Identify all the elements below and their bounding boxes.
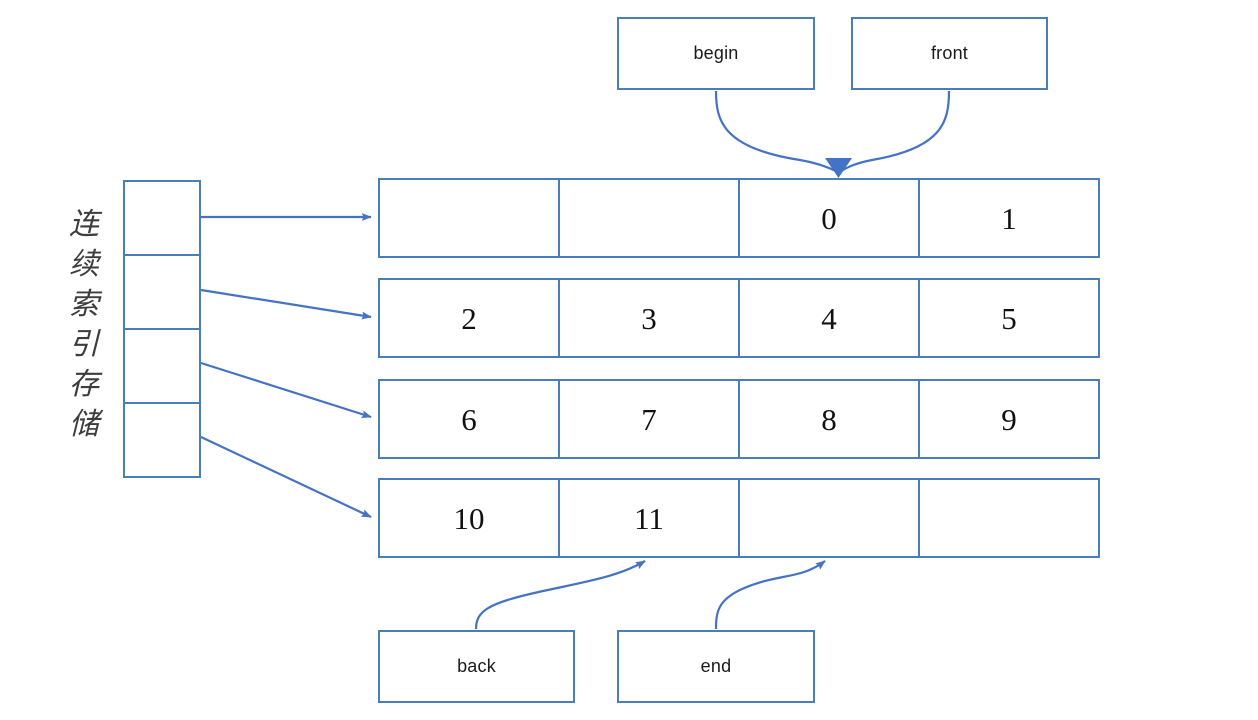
storage-cell-r3c1[interactable]: 6: [380, 381, 560, 457]
caption-char-6: 储: [69, 408, 99, 441]
storage-cell-r2c4[interactable]: 5: [1001, 300, 1017, 336]
pointer-box-begin[interactable]: begin: [617, 17, 815, 90]
storage-row-2: 2 3 4 5: [378, 278, 1100, 358]
index-cell-3[interactable]: [125, 330, 199, 404]
storage-cell-r4c4[interactable]: [920, 480, 1098, 556]
storage-cell-r1c1[interactable]: [380, 180, 560, 256]
pointer-box-front[interactable]: front: [851, 17, 1048, 90]
pointer-label-end: end: [700, 656, 732, 676]
caption-char-4: 引: [69, 328, 99, 361]
pointer-label-front: front: [930, 43, 969, 63]
connector-index4-to-row4: [200, 436, 372, 518]
storage-cell-r2c2[interactable]: 3: [560, 280, 740, 356]
pointer-label-back: back: [457, 656, 496, 676]
caption-char-5: 存: [69, 368, 99, 401]
caption-char-2: 续: [69, 248, 99, 281]
connector-index3-to-row3: [200, 361, 372, 419]
continuous-index-storage-label: 连 续 索 引 存 储: [62, 205, 106, 445]
connector-end-to-row4: [714, 560, 826, 630]
pointer-label-begin: begin: [693, 43, 739, 63]
index-cell-2[interactable]: [125, 256, 199, 330]
caption-char-1: 连: [69, 208, 99, 241]
connector-begin-to-row1: [714, 90, 839, 173]
caption-char-3: 索: [69, 288, 99, 321]
storage-row-1: 0 1: [378, 178, 1100, 258]
storage-cell-r4c3[interactable]: [740, 480, 920, 556]
storage-cell-r4c1[interactable]: 10: [380, 480, 560, 556]
storage-cell-r4c2[interactable]: 11: [560, 480, 740, 556]
storage-row-3: 6 7 8 9: [378, 379, 1100, 459]
storage-cell-r1c4[interactable]: 1: [1001, 200, 1017, 236]
connector-index2-to-row2: [200, 288, 372, 320]
index-cell-4[interactable]: [125, 404, 199, 476]
pointer-box-end[interactable]: end: [617, 630, 815, 703]
storage-cell-r3c4[interactable]: 9: [1001, 401, 1017, 437]
index-table[interactable]: [123, 180, 201, 478]
storage-cell-r1c2[interactable]: [560, 180, 740, 256]
arrowhead-begin-front: [825, 158, 852, 178]
storage-cell-r1c3[interactable]: 0: [740, 180, 920, 256]
connector-back-to-row4: [474, 560, 646, 630]
index-cell-1[interactable]: [125, 182, 199, 256]
pointer-box-back[interactable]: back: [378, 630, 575, 703]
connector-front-to-row1: [839, 90, 951, 173]
storage-row-4: 10 11: [378, 478, 1100, 558]
storage-cell-r2c1[interactable]: 2: [380, 280, 560, 356]
storage-cell-r2c3[interactable]: 4: [740, 280, 920, 356]
storage-cell-r3c2[interactable]: 7: [560, 381, 740, 457]
storage-cell-r3c3[interactable]: 8: [740, 381, 920, 457]
